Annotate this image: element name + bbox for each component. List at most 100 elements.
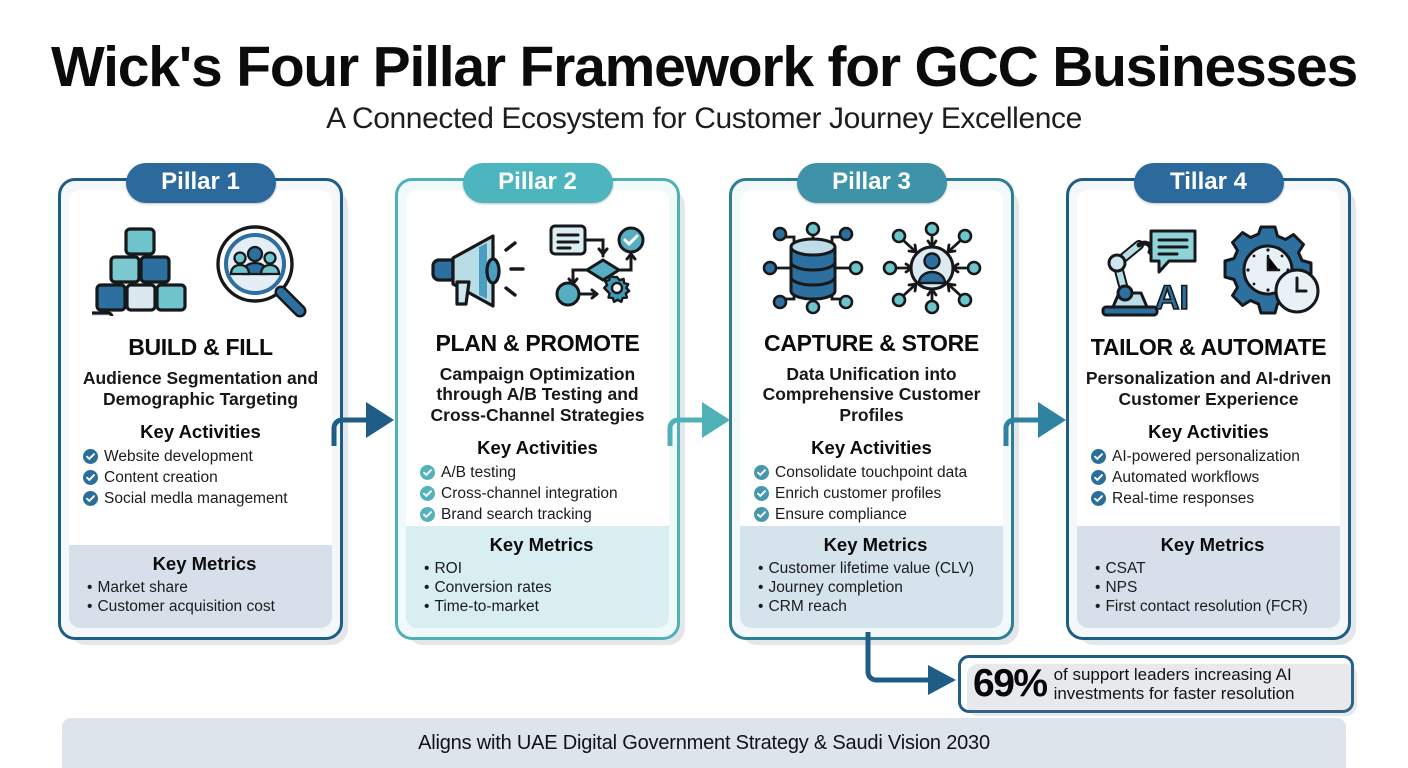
- footer-banner: Aligns with UAE Digital Government Strat…: [62, 718, 1346, 768]
- footer-text: Aligns with UAE Digital Government Strat…: [418, 731, 990, 754]
- metric-item: First contact resolution (FCR): [1095, 597, 1330, 616]
- workflow-diagram-icon: [549, 224, 644, 307]
- activities-heading-1: Key Activities: [140, 421, 261, 442]
- metric-item: ROI: [424, 559, 659, 578]
- pillar-badge-2: Pillar 2: [462, 163, 613, 203]
- activity-item: Website development: [83, 447, 324, 467]
- magnifier-audience-icon: [215, 225, 306, 318]
- metrics-heading-2: Key Metrics: [489, 534, 594, 555]
- pillar-4-metrics: CSAT NPS First contact resolution (FCR): [1095, 559, 1330, 616]
- pillar-card-4[interactable]: Tillar 4: [1066, 163, 1356, 645]
- pillar-cards-row: Pillar 1: [58, 163, 1356, 645]
- pillar-1-icons: [69, 212, 332, 328]
- activity-label: Content creation: [104, 469, 218, 486]
- pillar-2-icons: [406, 212, 669, 324]
- connector-arrow-2-to-3: [667, 402, 730, 446]
- activities-heading-2: Key Activities: [477, 437, 598, 458]
- activity-label: Brand search tracking: [441, 506, 592, 523]
- gear-clock-icon: [1223, 225, 1319, 315]
- pillar-badge-4: Tillar 4: [1133, 163, 1284, 203]
- check-circle-icon: [1091, 449, 1106, 464]
- activity-label: AI-powered personalization: [1112, 448, 1300, 465]
- check-circle-icon: [1091, 470, 1106, 485]
- pillar-2-metrics: ROI Conversion rates Time-to-market: [424, 559, 659, 616]
- pillar-1-metrics-band: Key Metrics Market share Customer acquis…: [69, 545, 332, 628]
- stat-description: of support leaders increasing AI investm…: [1054, 665, 1295, 703]
- activities-heading-4: Key Activities: [1148, 421, 1269, 442]
- connector-arrow-3-to-4: [1003, 402, 1066, 446]
- pillar-2-metrics-band: Key Metrics ROI Conversion rates Time-to…: [406, 526, 669, 628]
- pillar-2-caption: PLAN & PROMOTE: [435, 329, 640, 356]
- activity-label: Enrich customer profiles: [775, 485, 942, 502]
- check-circle-icon: [754, 486, 769, 501]
- pillar-3-activities: Consolidate touchpoint data Enrich custo…: [740, 463, 1003, 526]
- pillar-card-2[interactable]: Pillar 2: [395, 163, 685, 645]
- pillar-card-3[interactable]: Pillar 3: [729, 163, 1019, 645]
- metric-item: Journey completion: [758, 578, 993, 597]
- pillar-4-icons: AI: [1077, 212, 1340, 328]
- pillar-2-description: Campaign Optimization through A/B Testin…: [430, 363, 645, 425]
- activity-item: Enrich customer profiles: [754, 484, 995, 504]
- pillar-3-metrics-band: Key Metrics Customer lifetime value (CLV…: [740, 526, 1003, 628]
- activity-label: Ensure compliance: [775, 506, 907, 523]
- page-title: Wick's Four Pillar Framework for GCC Bus…: [50, 35, 1358, 99]
- pillar-3-caption: CAPTURE & STORE: [764, 329, 979, 356]
- activity-label: Real-time responses: [1112, 490, 1255, 507]
- database-network-icon: [762, 221, 863, 315]
- metrics-heading-1: Key Metrics: [152, 553, 257, 574]
- metrics-heading-4: Key Metrics: [1160, 534, 1265, 555]
- pillar-card-1[interactable]: Pillar 1: [58, 163, 348, 645]
- stat-callout: 69% of support leaders increasing AI inv…: [958, 655, 1357, 716]
- customer-hub-icon: [882, 221, 981, 315]
- activity-item: Content creation: [83, 468, 324, 488]
- check-circle-icon: [420, 507, 435, 522]
- check-circle-icon: [420, 486, 435, 501]
- activity-item: Social medla management: [83, 489, 324, 509]
- activity-label: A/B testing: [441, 464, 516, 481]
- activity-item: Brand search tracking: [420, 505, 661, 525]
- pillar-4-caption: TAILOR & AUTOMATE: [1090, 334, 1327, 360]
- stat-value: 69%: [973, 662, 1048, 705]
- activity-item: Automated workflows: [1091, 468, 1332, 488]
- metrics-heading-3: Key Metrics: [823, 534, 928, 555]
- pillar-1-caption: BUILD & FILL: [128, 334, 273, 360]
- activities-heading-3: Key Activities: [811, 437, 932, 458]
- pillar-badge-3: Pillar 3: [796, 163, 947, 203]
- activity-label: Cross-channel integration: [441, 485, 618, 502]
- activity-label: Website development: [104, 448, 253, 465]
- robot-arm-ai-icon: AI: [1101, 229, 1196, 317]
- stat-line-2: investments for faster resolution: [1053, 684, 1295, 703]
- connector-arrow-to-stat: [865, 632, 956, 695]
- activity-label: Social medla management: [104, 490, 288, 507]
- stat-line-1: of support leaders increasing AI: [1053, 665, 1292, 684]
- megaphone-icon: [430, 234, 525, 308]
- metric-item: NPS: [1095, 578, 1330, 597]
- check-circle-icon: [83, 470, 98, 485]
- activity-label: Consolidate touchpoint data: [775, 464, 968, 481]
- metric-item: Time-to-market: [424, 597, 659, 616]
- callout-shadow: [967, 664, 1357, 716]
- connector-arrow-1-to-2: [331, 402, 394, 446]
- pillar-3-description: Data Unification into Comprehensive Cust…: [762, 363, 981, 425]
- metric-item: Customer acquisition cost: [87, 597, 322, 616]
- page-subtitle: A Connected Ecosystem for Customer Journ…: [326, 102, 1082, 135]
- pillar-4-description: Personalization and AI-driven Customer E…: [1085, 368, 1332, 409]
- check-circle-icon: [83, 491, 98, 506]
- pillar-3-icons: [740, 212, 1003, 324]
- pillar-1-activities: Website development Content creation Soc…: [69, 447, 332, 510]
- pillar-4-activities: AI-powered personalization Automated wor…: [1077, 447, 1340, 510]
- metric-item: CRM reach: [758, 597, 993, 616]
- metric-item: CSAT: [1095, 559, 1330, 578]
- activity-item: Real-time responses: [1091, 489, 1332, 509]
- metric-item: Conversion rates: [424, 578, 659, 597]
- check-circle-icon: [754, 507, 769, 522]
- check-circle-icon: [1091, 491, 1106, 506]
- activity-item: Consolidate touchpoint data: [754, 463, 995, 483]
- building-blocks-pyramid-icon: [91, 227, 187, 316]
- activity-item: AI-powered personalization: [1091, 447, 1332, 467]
- activity-item: A/B testing: [420, 463, 661, 483]
- check-circle-icon: [83, 449, 98, 464]
- pillar-badge-1: Pillar 1: [125, 163, 276, 203]
- check-circle-icon: [420, 465, 435, 480]
- svg-text:AI: AI: [1155, 279, 1189, 317]
